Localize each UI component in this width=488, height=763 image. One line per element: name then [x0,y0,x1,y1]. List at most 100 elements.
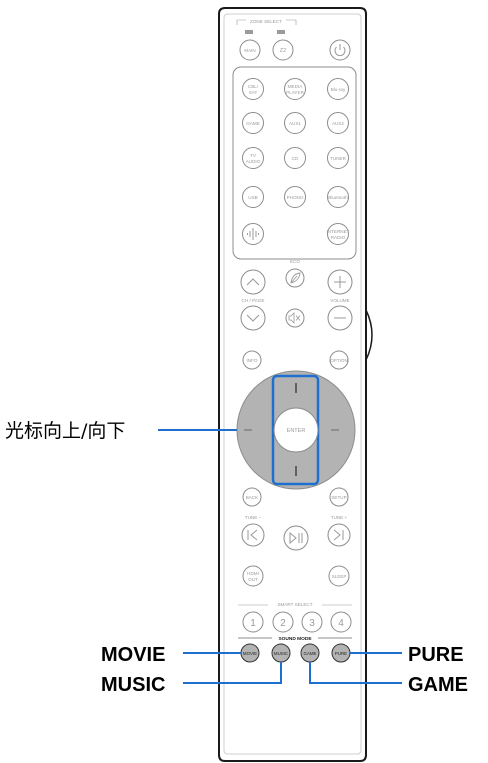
smart-select-1-button[interactable]: 1 [242,611,264,633]
volume-down-button[interactable] [327,305,353,331]
skip-forward-button[interactable] [327,523,351,547]
ch-page-label: CH / PAGE [242,298,265,303]
mute-icon [288,312,301,324]
smart-4-label: 4 [338,618,344,629]
aux1-label: AUX1 [289,121,301,126]
movie-button[interactable]: MOVIE [240,643,260,663]
aux1-button[interactable]: AUX1 [284,112,306,134]
setup-label: SETUP [331,495,346,500]
internet-radio-button[interactable]: INTERNET RADIO [327,223,350,245]
z2-button[interactable]: Z2 [272,39,294,61]
tuner-button[interactable]: TUNER [327,147,349,169]
smart-select-label: SMART SELECT [277,602,312,607]
aux2-label: AUX2 [332,121,344,126]
bluray-label: Blu-ray [331,87,346,92]
power-button[interactable] [329,39,351,61]
usb-button[interactable]: USB [242,186,264,208]
back-label: BACK [246,495,259,500]
z2-label: Z2 [280,48,286,54]
input-source-panel [232,66,357,260]
game-button-label: GAME [304,651,317,656]
volume-up-button[interactable] [327,269,353,295]
info-label: INFO [247,358,258,363]
info-button[interactable]: INFO [242,350,262,370]
zone-led-main [245,30,253,34]
tv-audio-label-2: AUDIO [246,159,261,164]
volume-label: VOLUME [330,298,349,303]
enter-label: ENTER [287,428,306,434]
leaf-icon [290,272,301,284]
tv-audio-button[interactable]: TV AUDIO [242,147,264,169]
internet-radio-label-1: INTERNET [327,229,350,234]
main-button[interactable]: MAIN [239,39,261,61]
game-input-label: GAME [246,121,260,126]
eco-label: ECO [290,259,300,264]
game-input-button[interactable]: GAME [242,112,264,134]
pure-button[interactable]: PURE [331,643,351,663]
setup-button[interactable]: SETUP [329,487,349,507]
music-callout: MUSIC [101,674,165,696]
hdmi-out-label-1: HDMI [247,571,259,576]
music-callout-line [183,662,282,684]
hdmi-out-label-2: OUT [248,577,258,582]
sleep-button[interactable]: SLEEP [328,565,350,587]
bluetooth-button[interactable]: Bluetooth [327,186,349,208]
movie-button-label: MOVIE [243,651,257,656]
chevron-up-icon [246,278,260,286]
ch-up-button[interactable] [240,269,266,295]
music-button[interactable]: MUSIC [271,643,291,663]
heos-button[interactable] [242,223,264,245]
smart-select-2-button[interactable]: 2 [272,611,294,633]
internet-radio-label-2: RADIO [331,235,346,240]
heos-icon [247,228,259,240]
usb-label: USB [248,195,257,200]
cbl-sat-button[interactable]: CBL/ SAT [242,78,264,100]
hdmi-out-button[interactable]: HDMI OUT [242,565,264,587]
media-player-button[interactable]: MEDIA PLAYER [284,78,306,100]
option-button[interactable]: OPTION [329,350,349,370]
aux2-button[interactable]: AUX2 [327,112,349,134]
skip-back-button[interactable] [241,523,265,547]
play-pause-icon [289,531,303,545]
eco-button[interactable] [285,268,305,288]
bluetooth-label: Bluetooth [328,195,348,200]
skip-back-icon [247,529,258,541]
power-icon [334,44,346,56]
chevron-down-icon [246,314,260,322]
side-bump [365,309,373,361]
zone-select-label: ZONE SELECT [250,19,282,24]
skip-forward-icon [333,529,344,541]
smart-2-label: 2 [280,618,286,629]
play-pause-button[interactable] [283,525,309,551]
smart-3-label: 3 [309,618,315,629]
media-player-label-2: PLAYER [286,90,304,95]
media-player-label-1: MEDIA [288,84,303,89]
back-button[interactable]: BACK [242,487,262,507]
music-button-label: MUSIC [274,651,288,656]
game-callout-line [309,662,402,684]
pure-button-label: PURE [335,651,347,656]
movie-callout: MOVIE [101,644,165,666]
main-label: MAIN [244,48,255,53]
mute-button[interactable] [285,308,305,328]
smart-select-4-button[interactable]: 4 [330,611,352,633]
game-sound-button[interactable]: GAME [300,643,320,663]
sleep-label: SLEEP [332,574,347,579]
smart-1-label: 1 [250,618,256,629]
smart-select-3-button[interactable]: 3 [301,611,323,633]
cbl-sat-label-1: CBL/ [248,84,259,89]
cd-button[interactable]: CD [284,147,306,169]
cd-label: CD [292,156,299,161]
bluray-button[interactable]: Blu-ray [327,78,349,100]
cbl-sat-label-2: SAT [249,90,258,95]
pure-callout: PURE [408,644,464,666]
sound-mode-label: SOUND MODE [278,636,312,642]
enter-button[interactable]: ENTER [273,407,319,453]
phono-button[interactable]: PHONO [284,186,306,208]
zone-led-z2 [277,30,285,34]
phono-label: PHONO [287,195,304,200]
ch-down-button[interactable] [240,305,266,331]
tv-audio-label-1: TV [250,153,257,158]
dpad: ENTER [236,370,356,490]
